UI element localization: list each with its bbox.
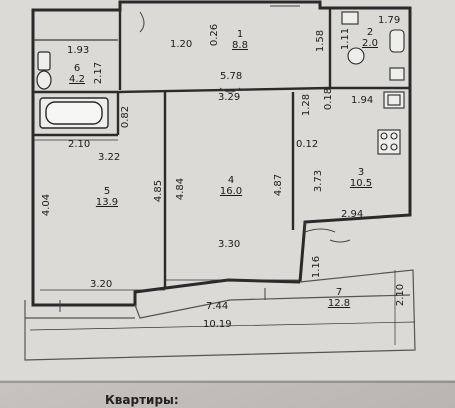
- room-area: 2.0: [362, 37, 378, 49]
- dim-4-84: 4.84: [175, 177, 187, 201]
- dim-3-22: 3.22: [98, 152, 121, 163]
- page-caption: Квартиры:: [105, 393, 179, 407]
- dim-0-12: 0.12: [296, 139, 319, 150]
- room-1-label: 1 8.8: [225, 29, 255, 51]
- dim-1-93: 1.93: [67, 45, 90, 56]
- door-swings: [139, 11, 351, 243]
- dim-4-87: 4.87: [273, 173, 285, 197]
- room-number: 7: [335, 287, 343, 298]
- dimension-lines: [29, 139, 416, 345]
- dim-0-82: 0.82: [120, 105, 132, 129]
- dim-2-17: 2.17: [93, 61, 105, 85]
- dim-1-28: 1.28: [301, 93, 313, 117]
- room-7-label: 7 12.8: [322, 287, 356, 309]
- room-number: 5: [103, 186, 111, 197]
- room-number: 1: [236, 29, 244, 40]
- bathtub-icon: [39, 97, 109, 129]
- dim-3-29: 3.29: [218, 92, 241, 103]
- dim-1-79: 1.79: [378, 15, 401, 26]
- room-number: 3: [357, 167, 365, 178]
- room-area: 16.0: [219, 185, 243, 197]
- dim-2-94: 2.94: [341, 209, 364, 220]
- room-6-label: 6 4.2: [62, 63, 92, 85]
- dim-0-26: 0.26: [209, 23, 221, 47]
- room-area: 10.5: [349, 177, 373, 189]
- wc-fixtures-icon: [341, 11, 405, 81]
- dim-4-85: 4.85: [153, 179, 165, 203]
- room-area: 4.2: [69, 73, 85, 85]
- dim-5-78: 5.78: [220, 71, 243, 82]
- balcony-outline: [24, 269, 416, 361]
- room-area: 12.8: [327, 297, 351, 309]
- paper-sheet: [0, 0, 455, 380]
- room-number: 6: [73, 63, 81, 74]
- room-3-label: 3 10.5: [344, 167, 378, 189]
- dim-3-20: 3.20: [90, 279, 113, 290]
- dim-4-04: 4.04: [41, 193, 53, 217]
- dim-3-73: 3.73: [313, 169, 325, 193]
- dim-2-10-top: 2.10: [68, 139, 91, 150]
- room-area: 13.9: [95, 196, 119, 208]
- room-number: 4: [227, 175, 235, 186]
- room-2-label: 2 2.0: [355, 27, 385, 49]
- kitchen-sink-icon: [383, 91, 405, 109]
- room-area: 8.8: [232, 39, 248, 51]
- dim-2-10-right: 2.10: [395, 283, 407, 307]
- dim-1-58: 1.58: [315, 29, 327, 53]
- dim-1-20: 1.20: [170, 39, 193, 50]
- dim-1-16: 1.16: [311, 255, 323, 279]
- toilet-icon: [36, 51, 52, 90]
- dim-7-44: 7.44: [206, 301, 229, 312]
- window-marks: [59, 5, 300, 312]
- dim-1-94: 1.94: [351, 95, 374, 106]
- dim-1-11: 1.11: [340, 27, 352, 51]
- room-4-label: 4 16.0: [214, 175, 248, 197]
- room-5-label: 5 13.9: [90, 186, 124, 208]
- room-number: 2: [366, 27, 374, 38]
- dim-0-18: 0.18: [323, 87, 335, 111]
- dim-10-19: 10.19: [203, 319, 232, 330]
- thin-walls: [33, 39, 306, 232]
- stove-icon: [377, 129, 401, 155]
- dim-3-30: 3.30: [218, 239, 241, 250]
